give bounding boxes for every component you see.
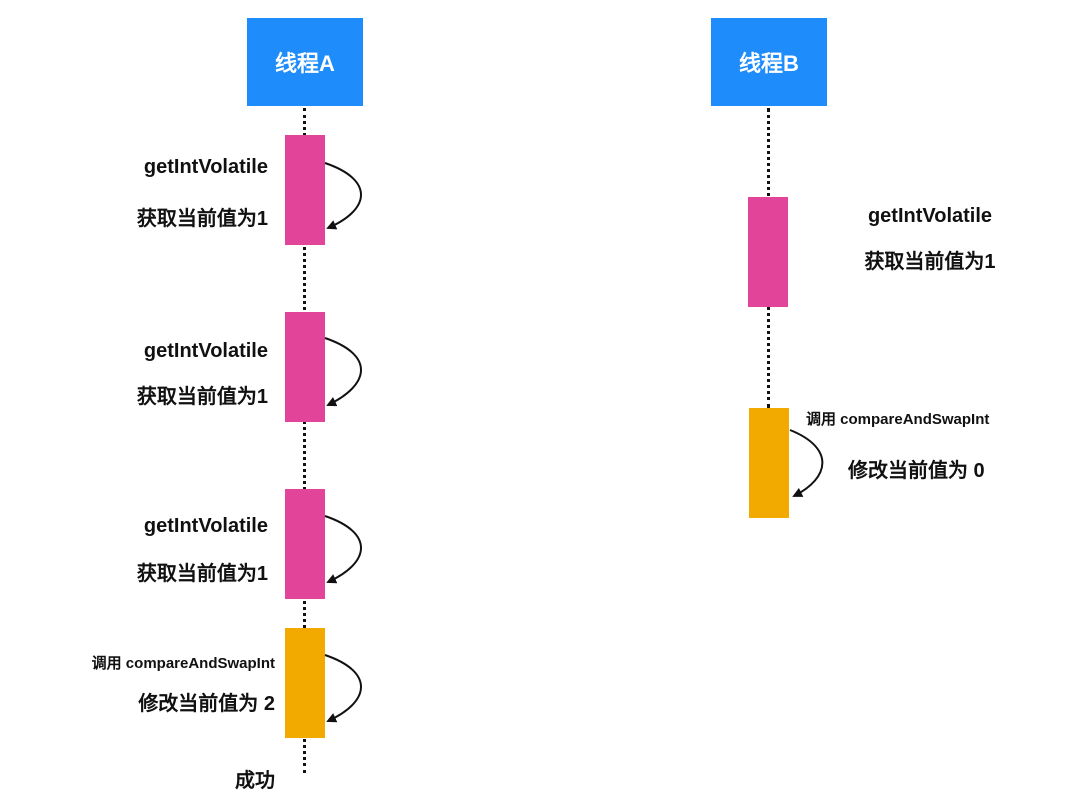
self-call-arrow-a4 xyxy=(324,654,362,723)
thread-b-cas-desc: 修改当前值为 0 xyxy=(848,460,985,482)
thread-b-step-1-desc: 获取当前值为1 xyxy=(864,251,996,273)
thread-b-cas-call: 调用 compareAndSwapInt xyxy=(806,411,990,428)
self-call-arrow-a3 xyxy=(324,515,362,584)
thread-b-header: 线程B xyxy=(711,18,827,106)
self-call-arrow-b1 xyxy=(789,429,824,497)
thread-a-read-block-3 xyxy=(285,489,325,599)
thread-a-cas-call: 调用 compareAndSwapInt xyxy=(91,655,275,672)
thread-a-title: 线程A xyxy=(275,51,335,76)
thread-b-step-1-method: getIntVolatile xyxy=(867,205,993,227)
thread-a-step-2-desc: 获取当前值为1 xyxy=(136,386,268,408)
thread-a-read-block-2 xyxy=(285,312,325,422)
thread-a-lifeline xyxy=(303,108,306,773)
thread-a-step-2-method: getIntVolatile xyxy=(143,340,268,362)
thread-b-title: 线程B xyxy=(739,51,799,76)
thread-a-result: 成功 xyxy=(235,770,275,792)
thread-a-step-3-method: getIntVolatile xyxy=(143,515,268,537)
thread-a-step-1-desc: 获取当前值为1 xyxy=(136,208,268,230)
thread-a-read-block-1 xyxy=(285,135,325,245)
self-call-arrow-a1 xyxy=(324,162,362,230)
self-call-arrow-a2 xyxy=(324,337,362,407)
thread-b-cas-block xyxy=(749,408,789,518)
thread-a-step-3-desc: 获取当前值为1 xyxy=(136,563,268,585)
thread-a-cas-block xyxy=(285,628,325,738)
thread-b-read-block xyxy=(748,197,788,307)
thread-a-header: 线程A xyxy=(247,18,363,106)
thread-a-cas-desc: 修改当前值为 2 xyxy=(138,693,275,715)
thread-a-step-1-method: getIntVolatile xyxy=(143,156,268,178)
